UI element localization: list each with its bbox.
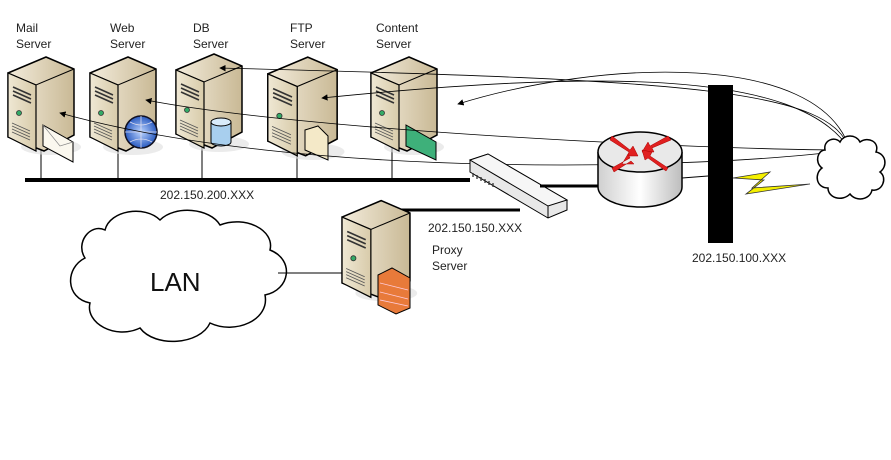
firewall-brick-icon — [377, 267, 411, 315]
label-line: DB — [193, 21, 210, 35]
label-line: Server — [290, 37, 326, 51]
database-icon — [210, 117, 232, 147]
label-line: FTP — [290, 21, 313, 35]
label-line: Mail — [16, 21, 39, 35]
label-line: Server — [16, 37, 52, 51]
external-network-label: 202.150.100.XXX — [692, 251, 787, 265]
label-line: Content — [376, 21, 419, 35]
folder-icon — [304, 125, 329, 161]
router-arrows-icon — [609, 135, 672, 173]
db-server-label: DB Server — [193, 20, 228, 52]
wan-link-lightning-icon — [732, 171, 811, 195]
network-switch[interactable] — [468, 153, 569, 219]
label-line: Web — [110, 21, 135, 35]
label-line: Server — [432, 259, 468, 273]
lan-label: LAN — [150, 267, 201, 297]
router[interactable] — [597, 131, 683, 208]
firewall[interactable] — [708, 85, 733, 243]
label-line: Server — [110, 37, 146, 51]
money-icon — [405, 124, 437, 161]
lan-cloud[interactable] — [69, 209, 287, 342]
ftp-server-label: FTP Server — [290, 20, 325, 52]
router-wan-link — [681, 175, 709, 179]
label-line: Server — [376, 37, 412, 51]
traffic-flows — [59, 64, 851, 166]
dmz-network-label: 202.150.200.XXX — [160, 188, 255, 202]
label-line: Proxy — [432, 243, 463, 257]
internet-cloud[interactable] — [816, 135, 886, 200]
internal-network-label: 202.150.150.XXX — [428, 221, 523, 235]
label-line: Server — [193, 37, 229, 51]
